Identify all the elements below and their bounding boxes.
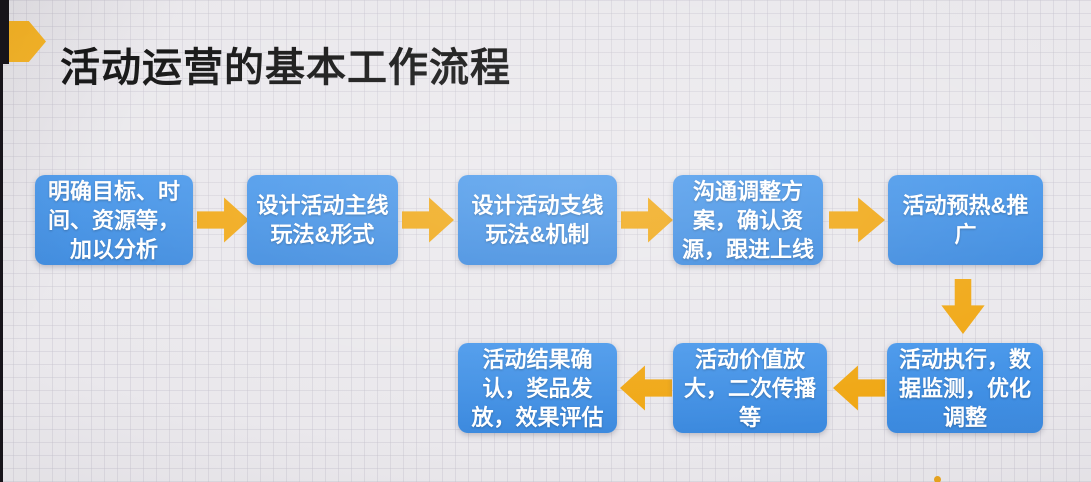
flow-node-communicate-adjust: 沟通调整方案，确认资源，跟进上线 bbox=[673, 175, 823, 265]
flow-node-define-goals: 明确目标、时间、资源等，加以分析 bbox=[35, 175, 193, 265]
flow-node-execute-monitor: 活动执行，数据监测，优化调整 bbox=[887, 343, 1043, 433]
arrow-right-icon bbox=[197, 197, 249, 243]
title-bullet-pentagon-icon bbox=[3, 21, 46, 62]
flow-node-main-gameplay: 设计活动主线玩法&形式 bbox=[247, 175, 398, 265]
arrow-left-icon bbox=[620, 365, 672, 411]
bottom-orange-speck bbox=[934, 476, 941, 482]
arrow-right-icon bbox=[829, 197, 885, 243]
flow-node-value-amplify: 活动价值放大，二次传播等 bbox=[673, 343, 827, 433]
left-edge-bar-top bbox=[0, 0, 9, 64]
flow-node-preheat-promo: 活动预热&推广 bbox=[888, 175, 1043, 265]
arrow-down-icon bbox=[941, 279, 985, 334]
flow-node-side-gameplay: 设计活动支线玩法&机制 bbox=[458, 175, 617, 265]
arrow-right-icon bbox=[402, 197, 454, 243]
left-edge-bar bbox=[0, 0, 3, 482]
flow-node-result-confirm: 活动结果确认，奖品发放，效果评估 bbox=[458, 343, 617, 433]
page-title: 活动运营的基本工作流程 bbox=[60, 45, 511, 90]
arrow-left-icon bbox=[833, 365, 885, 411]
arrow-right-icon bbox=[621, 197, 673, 243]
